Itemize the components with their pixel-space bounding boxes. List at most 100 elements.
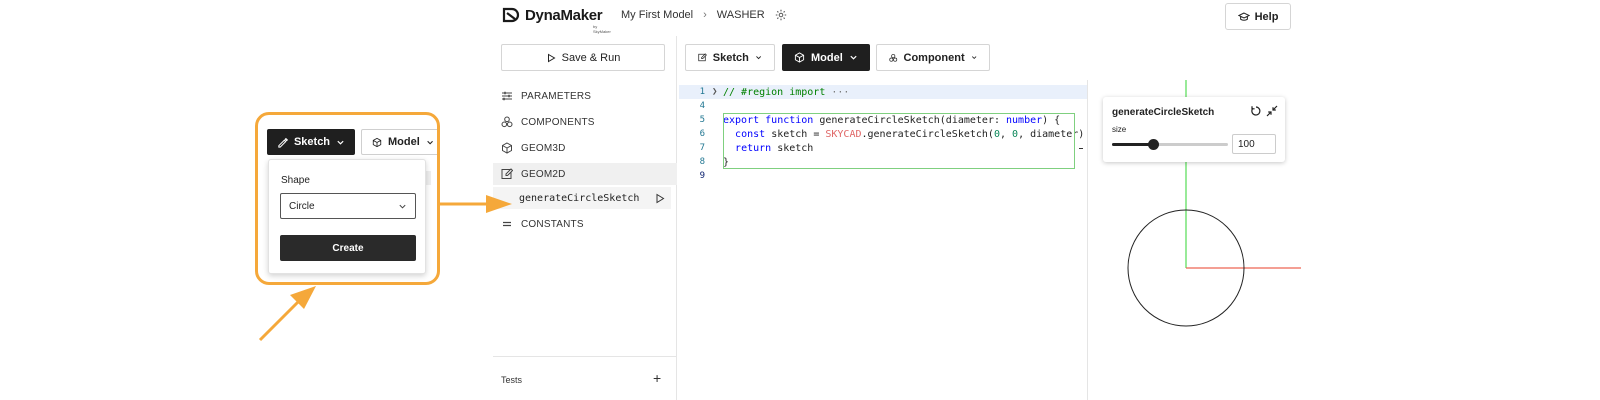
hidden-row-edge (425, 171, 431, 185)
fold-expand-icon[interactable]: ❯ (712, 87, 718, 97)
parameter-panel: generateCircleSketch size 100 (1103, 97, 1285, 162)
edit-icon (278, 137, 288, 148)
chevron-down-icon (755, 56, 761, 60)
line-number: 4 (699, 101, 705, 111)
sidebar-item-geom2d[interactable]: GEOM2D (493, 163, 677, 185)
play-icon (547, 53, 556, 62)
line-number: 7 (699, 143, 705, 153)
sliders-icon (502, 91, 512, 101)
sidebar-item-label: GEOM2D (521, 168, 566, 180)
code-line-5: 5 export function generateCircleSketch(d… (679, 113, 1087, 127)
sidebar: Save & Run PARAMETERS COMPONENTS GEOM3D … (493, 36, 677, 400)
code-text: return sketch (735, 142, 814, 154)
edit-icon (501, 168, 513, 179)
sidebar-item-label: COMPONENTS (521, 116, 595, 128)
tests-label: Tests (501, 375, 523, 385)
parameter-panel-title: generateCircleSketch (1112, 107, 1215, 118)
create-sketch-popup: Shape Circle Create (268, 159, 426, 274)
callout-sketch-button[interactable]: Sketch (267, 129, 355, 155)
collapse-icon[interactable] (1266, 105, 1278, 117)
code-line-9: 9 (679, 169, 1087, 183)
model-button[interactable]: Model (782, 44, 870, 71)
logo-text: DynaMaker (525, 6, 603, 24)
code-text: export function generateCircleSketch(dia… (723, 114, 1061, 126)
sketch-label: Sketch (712, 51, 749, 64)
chevron-down-icon (850, 55, 857, 60)
sketch-viewer[interactable]: generateCircleSketch size 100 (1087, 80, 1301, 400)
sidebar-item-geom3d[interactable]: GEOM3D (493, 137, 677, 159)
create-button[interactable]: Create (280, 235, 416, 261)
components-icon (889, 53, 898, 62)
code-line-7: 7 return sketch (679, 141, 1087, 155)
save-run-button[interactable]: Save & Run (501, 44, 665, 71)
line-number: 1 (699, 87, 705, 97)
edit-icon (698, 53, 707, 62)
graduation-cap-icon (1237, 11, 1250, 21)
callout-panel: Sketch Model Shape Circle Create (255, 112, 440, 285)
callout-model-label: Model (388, 136, 420, 148)
callout-sketch-label: Sketch (293, 136, 331, 148)
sidebar-item-constants[interactable]: CONSTANTS (493, 213, 677, 235)
tests-section: Tests + (493, 356, 677, 400)
chevron-down-icon (337, 140, 344, 145)
breadcrumb-separator-icon: › (703, 9, 707, 21)
parameter-panel-actions (1250, 105, 1278, 117)
code-text: } (723, 156, 730, 168)
text-cursor (1079, 148, 1083, 149)
add-test-icon[interactable]: + (653, 370, 662, 386)
sidebar-item-label: GEOM3D (521, 142, 566, 154)
chevron-down-icon (399, 204, 406, 209)
chevron-down-icon (971, 56, 977, 60)
sidebar-item-label: CONSTANTS (521, 218, 584, 230)
shape-label: Shape (281, 175, 310, 186)
component-label: Component (903, 51, 965, 64)
size-slider[interactable] (1112, 139, 1228, 150)
logo-subtext: by SkyMaker (593, 24, 611, 34)
shape-select[interactable]: Circle (280, 193, 416, 219)
callout-model-button[interactable]: Model (361, 129, 437, 155)
component-button[interactable]: Component (876, 44, 990, 71)
line-number: 9 (699, 171, 705, 181)
sidebar-item-components[interactable]: COMPONENTS (493, 111, 677, 133)
line-number: 8 (699, 157, 705, 167)
sidebar-subitem-generate-circle-sketch[interactable]: generateCircleSketch (493, 187, 671, 209)
sidebar-item-label: PARAMETERS (521, 90, 592, 102)
shape-select-value: Circle (289, 200, 315, 212)
breadcrumb-project[interactable]: My First Model (621, 9, 694, 21)
breadcrumb: My First Model › WASHER (621, 9, 787, 21)
code-line-8: 8 } (679, 155, 1087, 169)
logo: DynaMaker by SkyMaker (501, 5, 611, 34)
circle-sketch (1127, 209, 1245, 327)
components-icon (501, 116, 513, 128)
dynamaker-app: DynaMaker by SkyMaker My First Model › W… (493, 0, 1301, 400)
model-label: Model (811, 51, 843, 64)
line-number: 6 (699, 129, 705, 139)
cube-icon (502, 142, 512, 154)
code-text: // #region import ··· (723, 86, 850, 98)
top-header: DynaMaker by SkyMaker My First Model › W… (493, 0, 1301, 34)
chevron-down-icon (427, 140, 433, 144)
line-number: 5 (699, 115, 705, 125)
size-slider-fill (1112, 143, 1153, 146)
arrow-to-callout (258, 286, 316, 342)
code-selection-highlight (723, 113, 1075, 169)
size-label: size (1112, 125, 1127, 134)
save-run-label: Save & Run (561, 51, 621, 64)
code-editor[interactable]: 1 ❯ // #region import ··· 4 5 export fun… (679, 80, 1087, 400)
code-text: const sketch = SKYCAD.generateCircleSket… (735, 128, 1085, 140)
code-line-6: 6 const sketch = SKYCAD.generateCircleSk… (679, 127, 1087, 141)
help-label: Help (1254, 10, 1279, 23)
code-line-1: 1 ❯ // #region import ··· (679, 85, 1087, 99)
sidebar-subitem-label: generateCircleSketch (519, 192, 640, 204)
reset-icon[interactable] (1250, 105, 1262, 117)
play-icon[interactable] (655, 193, 665, 204)
help-button[interactable]: Help (1225, 3, 1291, 30)
size-input[interactable]: 100 (1232, 134, 1276, 154)
code-line-4: 4 (679, 99, 1087, 113)
size-slider-thumb[interactable] (1148, 139, 1159, 150)
sidebar-item-parameters[interactable]: PARAMETERS (493, 85, 677, 107)
gear-icon[interactable] (775, 9, 787, 21)
sketch-button[interactable]: Sketch (685, 44, 775, 71)
dynamaker-logo-icon (502, 7, 520, 23)
breadcrumb-component[interactable]: WASHER (716, 9, 765, 21)
